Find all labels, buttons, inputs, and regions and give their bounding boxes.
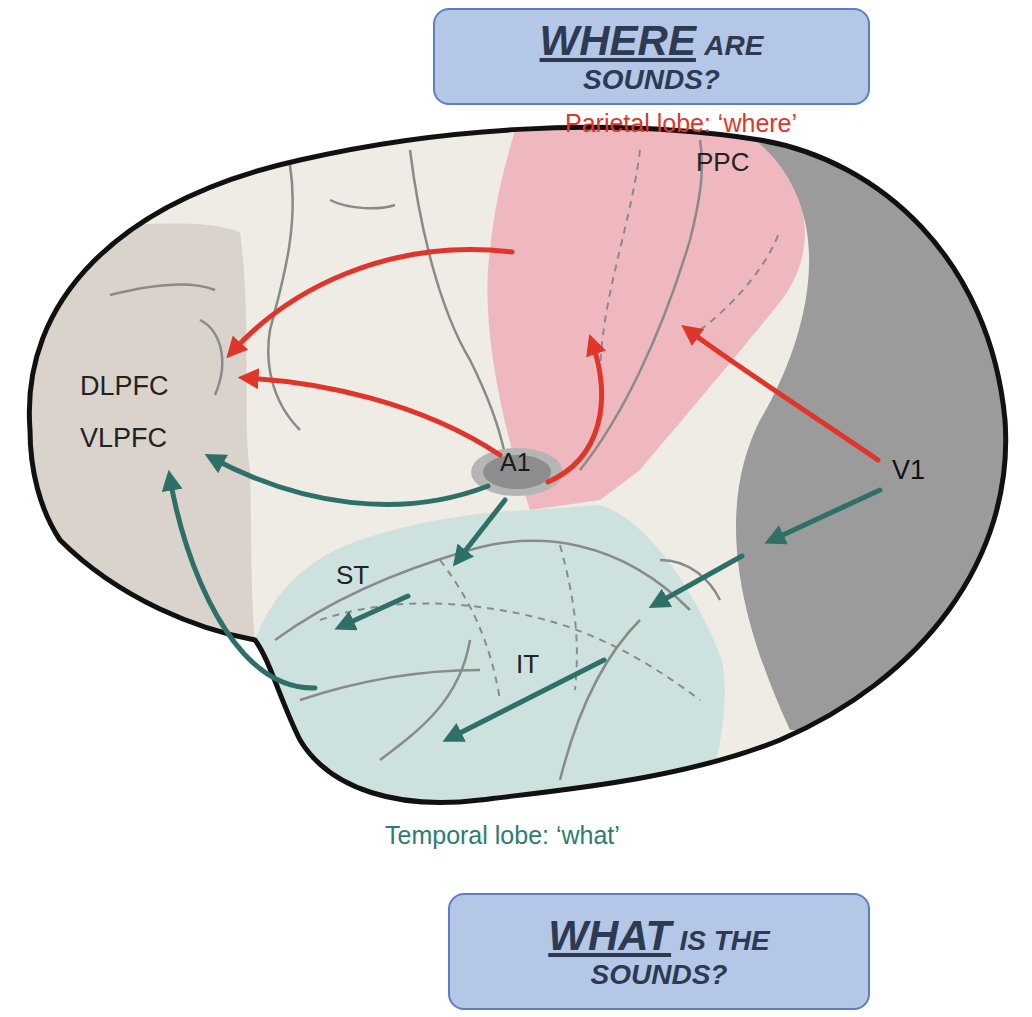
dashed-sulci — [320, 150, 780, 700]
question-text: WHEREARE SOUNDS? — [493, 17, 810, 95]
question-keyword: WHERE — [540, 17, 696, 64]
temporal-region — [250, 505, 725, 820]
what-pathway-arrows — [170, 458, 880, 738]
area-label: A1 — [500, 449, 531, 477]
area-label: PPC — [696, 148, 749, 177]
area-label: ST — [336, 561, 369, 590]
prefrontal-region — [0, 224, 255, 641]
lobe-caption: Temporal lobe: ‘what’ — [385, 822, 620, 850]
area-label: DLPFC — [80, 372, 169, 402]
area-label: V1 — [892, 456, 925, 486]
question-box: WHEREARE SOUNDS? — [433, 8, 870, 105]
where-pathway-arrows — [232, 250, 878, 482]
area-label: VLPFC — [80, 424, 167, 454]
lobe-caption: Parietal lobe: ‘where’ — [565, 110, 797, 138]
area-label: IT — [516, 650, 539, 679]
question-text: WHATIS THE SOUNDS? — [508, 912, 810, 990]
brain-outline — [29, 127, 1005, 802]
question-keyword: WHAT — [548, 912, 671, 959]
question-box: WHATIS THE SOUNDS? — [448, 893, 870, 1010]
sulci — [110, 140, 720, 780]
